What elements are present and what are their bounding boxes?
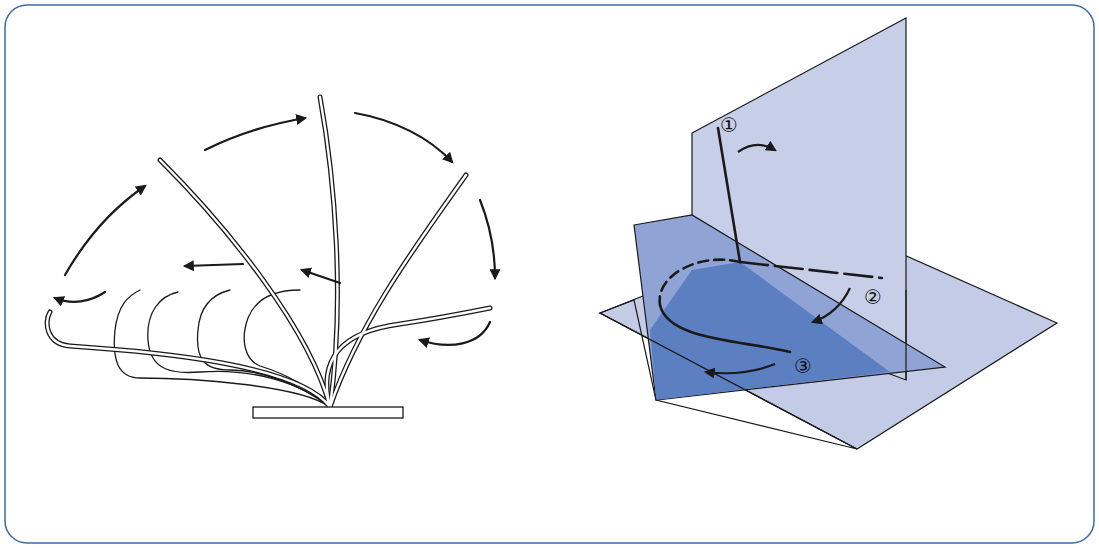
callout-number: ① [720,115,738,135]
callout-number: ③ [794,356,812,376]
shoot-drawing [47,97,495,418]
frame [5,5,1094,543]
planes-drawing [600,18,1057,449]
callout-number: ② [864,287,882,307]
